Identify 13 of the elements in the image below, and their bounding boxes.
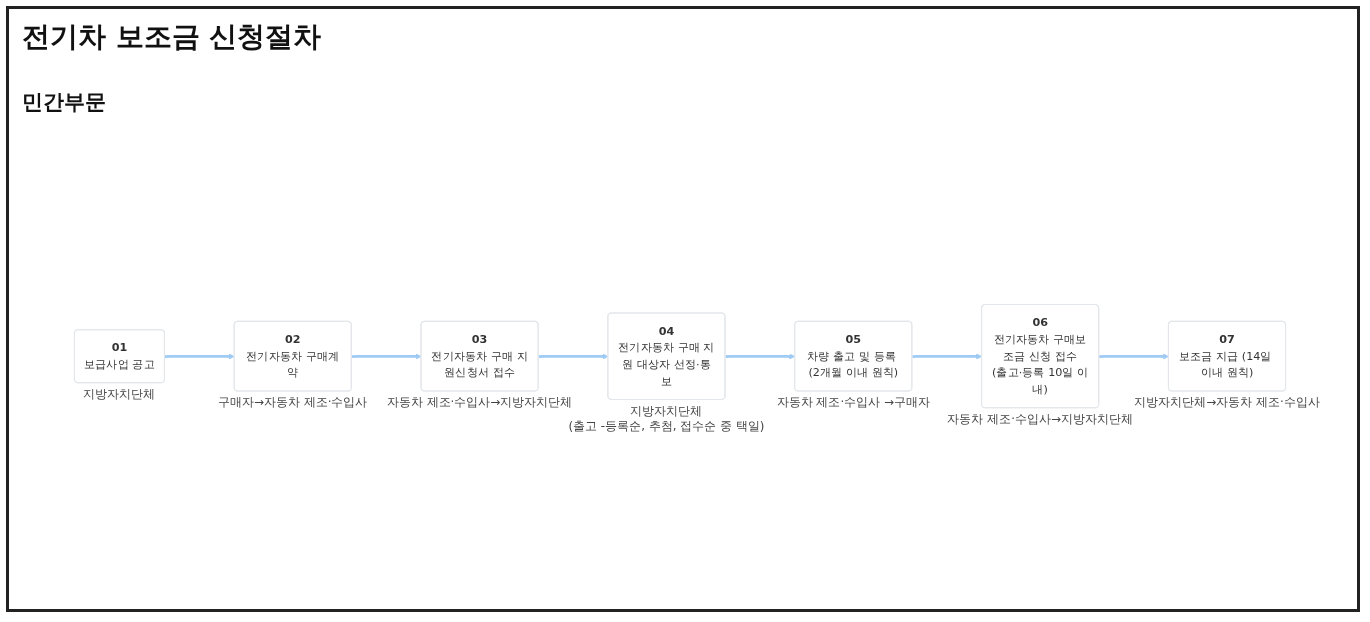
step-note: 구매자→자동차 제조·수입사: [218, 395, 368, 410]
step-note: 지방자치단체: [630, 403, 703, 418]
step-note: 자동차 제조·수입사 →구매자: [776, 395, 930, 410]
arrow: [351, 353, 422, 360]
arrow: [164, 353, 235, 360]
step-note: 자동차 제조·수입사→지방자치단체: [947, 412, 1133, 426]
step-note: 자동차 제조·수입사→지방자치단체: [386, 395, 573, 410]
step-note: 지방자치단체: [83, 386, 156, 401]
title: 전기차 보조금 신청절차: [22, 19, 322, 55]
node-text: 01 보급사업 공고: [84, 340, 155, 371]
step-note: 지방자치단체→자동차 제조·수입사: [1134, 395, 1320, 410]
step-note: (출고 -등록순, 추첨, 접수순 중 택일): [568, 418, 765, 433]
subtitle: 민간부문: [22, 89, 106, 116]
